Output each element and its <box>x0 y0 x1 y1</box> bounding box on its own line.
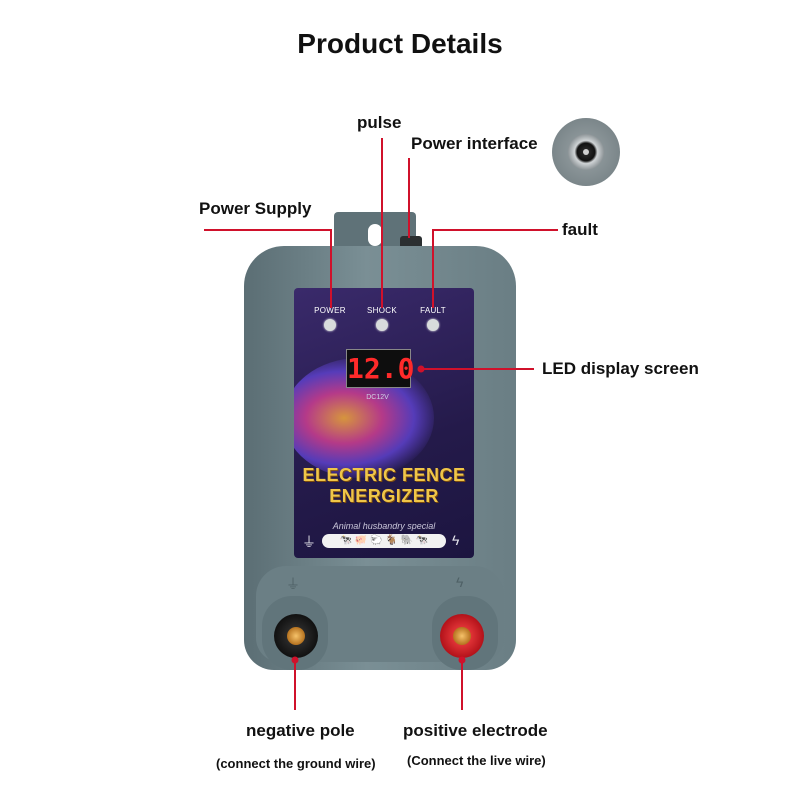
power-interface-closeup <box>552 118 620 186</box>
leader-power-interface <box>408 158 410 238</box>
callout-pulse: pulse <box>357 113 402 132</box>
led-display: 12.0 <box>346 349 414 388</box>
mount-hole <box>368 224 382 246</box>
leader-negative <box>294 660 296 710</box>
leader-pulse <box>381 138 383 308</box>
callout-power-supply: Power Supply <box>199 199 312 218</box>
fault-indicator-light <box>427 319 439 331</box>
ground-symbol-icon: ⏚ <box>286 576 300 592</box>
brand-line-2: ENERGIZER <box>329 486 439 506</box>
callout-negative-note: (connect the ground wire) <box>216 756 376 771</box>
callout-led-display: LED display screen <box>542 359 699 378</box>
tagline: Animal husbandry special <box>332 521 436 531</box>
callout-negative-pole: negative pole <box>246 721 355 740</box>
leader-power-supply-h <box>204 229 332 231</box>
leader-dot <box>458 656 466 664</box>
leader-led-display <box>420 368 534 370</box>
lightning-bolt-icon: ϟ <box>452 532 460 548</box>
voltage-label: DC12V <box>366 394 389 401</box>
shock-indicator-light <box>376 319 388 331</box>
power-indicator-light <box>324 319 336 331</box>
callout-fault: fault <box>562 220 598 239</box>
animal-strip: 🐄 🐖 🐑 🐐 🐘 🐄 <box>322 534 446 548</box>
indicator-label-power: POWER <box>314 306 346 315</box>
leader-fault-v <box>432 229 434 308</box>
lightning-bolt-icon: ϟ <box>456 574 464 590</box>
callout-positive-electrode: positive electrode <box>403 721 548 740</box>
jack-pin <box>583 149 589 155</box>
negative-terminal <box>274 614 318 658</box>
leader-dot <box>417 365 425 373</box>
indicator-label-fault: FAULT <box>420 306 446 315</box>
front-label: POWER SHOCK FAULT 12.0 DC12V ELECTRIC FE… <box>294 288 474 558</box>
leader-power-supply-v <box>330 229 332 308</box>
brand-line-1: ELECTRIC FENCE <box>302 465 466 485</box>
leader-dot <box>291 656 299 664</box>
indicator-label-shock: SHOCK <box>367 306 397 315</box>
page-title: Product Details <box>297 28 503 59</box>
ground-symbol-icon: ⏚ <box>302 534 316 550</box>
positive-terminal <box>440 614 484 658</box>
callout-power-interface: Power interface <box>411 134 538 153</box>
callout-positive-note: (Connect the live wire) <box>407 753 546 768</box>
leader-fault-h <box>432 229 558 231</box>
leader-positive <box>461 660 463 710</box>
terminal-core <box>453 627 471 645</box>
terminal-core <box>287 627 305 645</box>
